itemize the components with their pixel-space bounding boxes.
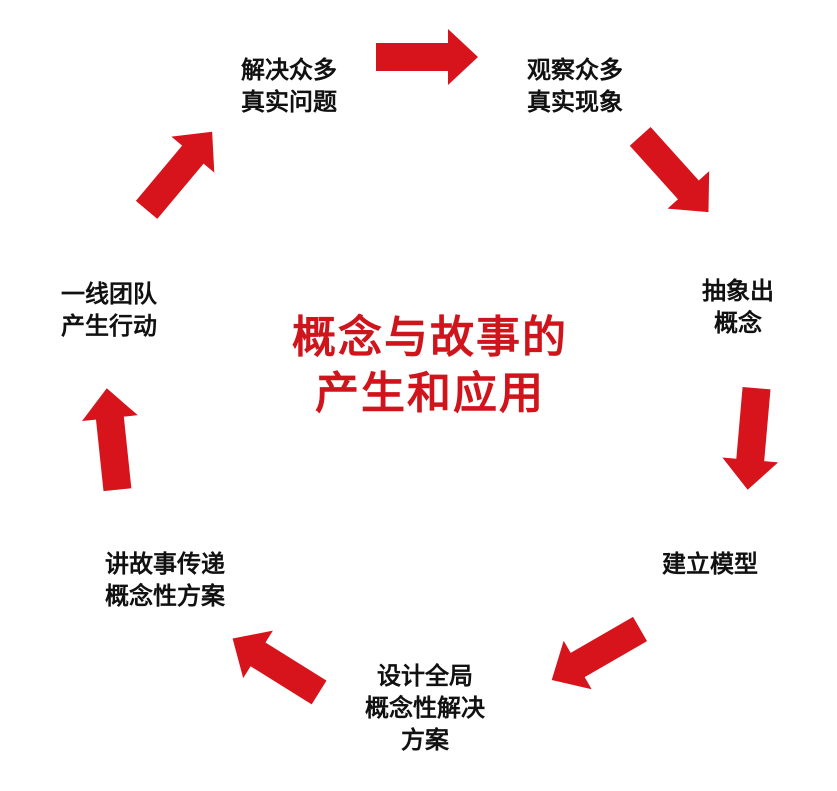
node-line: 概念性解决	[365, 694, 485, 722]
arrow-solve-to-observe	[376, 29, 478, 85]
node-team-action: 一线团队 产生行动	[44, 278, 174, 342]
node-line: 抽象出	[702, 277, 774, 305]
node-tell-story: 讲故事传递 概念性方案	[85, 548, 245, 612]
arrow-observe-to-abstract	[629, 126, 710, 213]
arrow-story-to-team	[82, 388, 138, 492]
node-line: 解决众多	[241, 56, 337, 84]
node-line: 设计全局	[377, 662, 473, 690]
node-abstract-concept: 抽象出 概念	[683, 275, 793, 339]
node-line: 真实问题	[241, 88, 337, 116]
title-line-2: 产生和应用	[315, 368, 545, 419]
arrow-abstract-to-model	[722, 386, 779, 490]
node-design-solution: 设计全局 概念性解决 方案	[345, 660, 505, 756]
node-line: 方案	[401, 726, 449, 754]
arrow-design-to-story	[232, 630, 327, 705]
node-line: 概念性方案	[105, 582, 225, 610]
node-observe-phenomena: 观察众多 真实现象	[510, 54, 640, 118]
diagram-title: 概念与故事的 产生和应用	[255, 310, 605, 422]
node-line: 讲故事传递	[105, 550, 225, 578]
node-line: 观察众多	[527, 56, 623, 84]
node-line: 建立模型	[662, 550, 758, 578]
node-build-model: 建立模型	[640, 548, 780, 580]
arrow-team-to-solve	[135, 131, 215, 219]
arrow-model-to-design	[551, 616, 648, 690]
node-solve-problems: 解决众多 真实问题	[224, 54, 354, 118]
title-line-1: 概念与故事的	[292, 312, 568, 363]
node-line: 一线团队	[61, 280, 157, 308]
node-line: 概念	[714, 309, 762, 337]
node-line: 真实现象	[527, 88, 623, 116]
node-line: 产生行动	[61, 312, 157, 340]
